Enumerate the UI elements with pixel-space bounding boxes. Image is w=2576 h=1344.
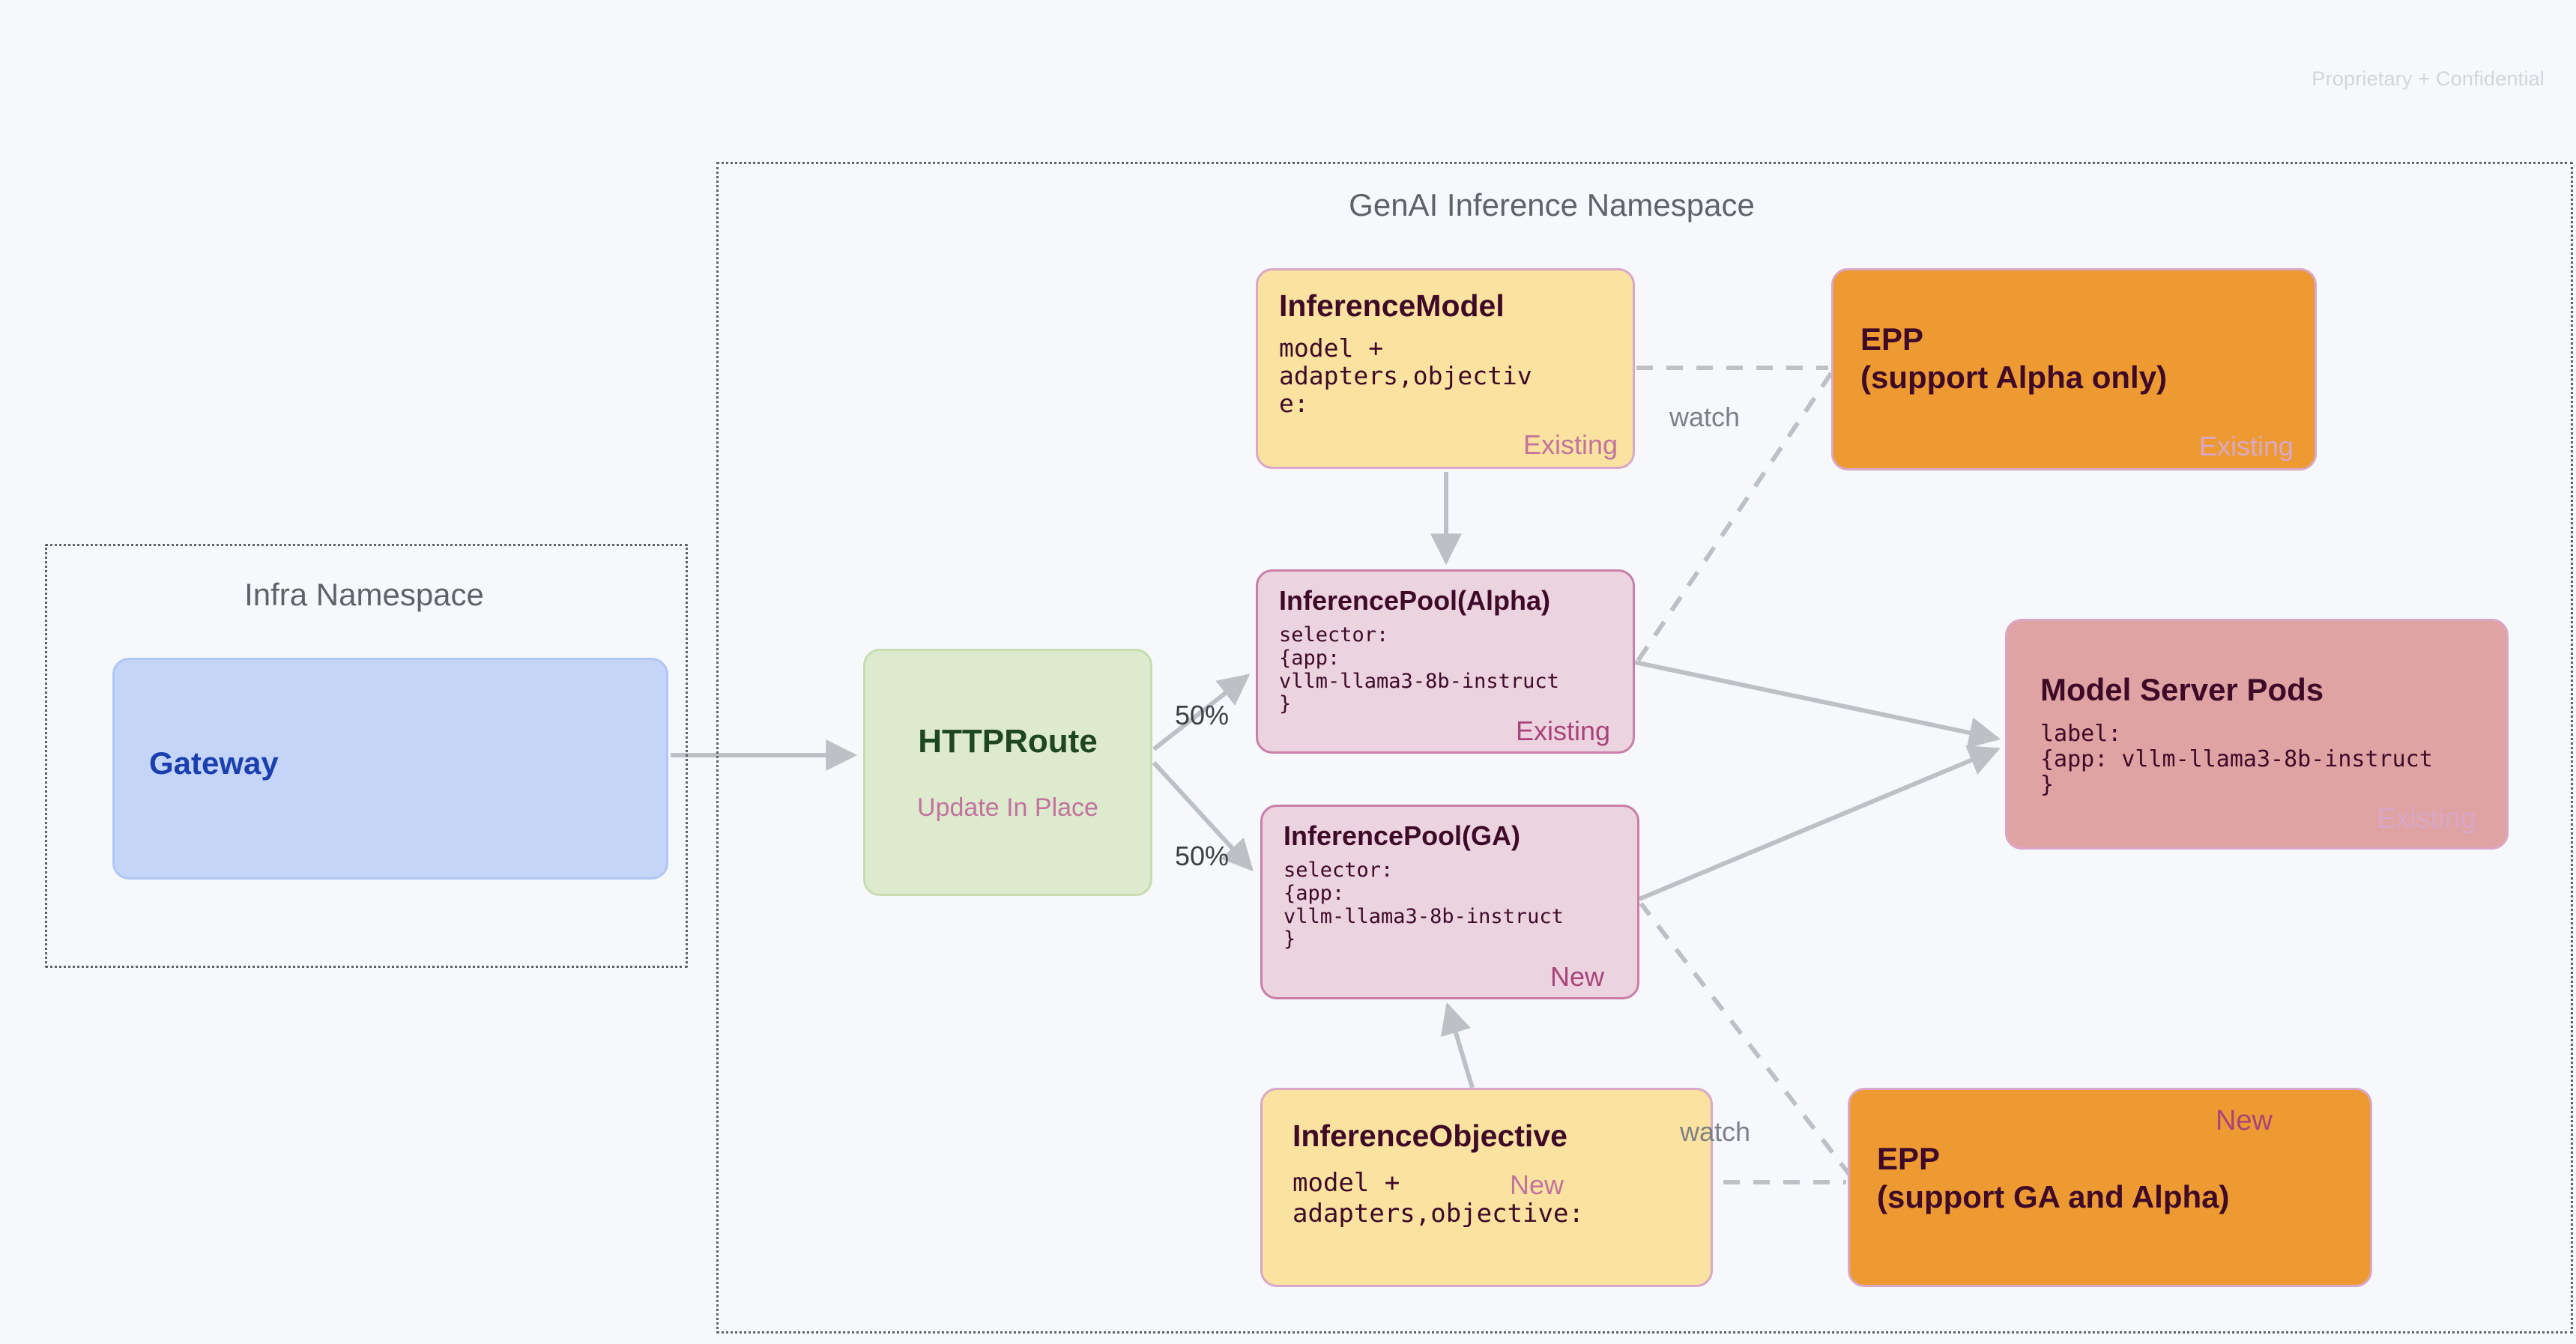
epp-alpha-title: EPP (support Alpha only): [1860, 321, 2168, 396]
epp-ga-status-badge: New: [2215, 1105, 2273, 1136]
model-server-pods-title: Model Server Pods: [2040, 672, 2324, 707]
inference-model-status-badge: Existing: [1523, 429, 1618, 460]
node-inference-pool-ga[interactable]: InferencePool(GA) selector: {app: vllm-l…: [1260, 805, 1639, 999]
inference-model-body: model + adapters,objectiv e:: [1279, 333, 1532, 418]
node-model-server-pods[interactable]: Model Server Pods label: {app: vllm-llam…: [2005, 619, 2509, 850]
inference-pool-ga-title: InferencePool(GA): [1284, 820, 1521, 851]
inference-pool-alpha-status-badge: Existing: [1515, 715, 1610, 746]
inference-pool-alpha-title: InferencePool(Alpha): [1279, 585, 1551, 616]
inference-pool-alpha-body: selector: {app: vllm-llama3-8b-instruct …: [1279, 623, 1559, 716]
node-epp-alpha[interactable]: EPP (support Alpha only) Existing: [1831, 268, 2317, 470]
infra-namespace-title: Infra Namespace: [244, 577, 484, 612]
httproute-subtitle: Update In Place: [917, 793, 1098, 822]
inference-pool-ga-status-badge: New: [1549, 961, 1604, 992]
infra-namespace-container: [45, 544, 688, 968]
epp-ga-title: EPP (support GA and Alpha): [1877, 1141, 2230, 1215]
split-label-top: 50%: [1175, 700, 1230, 730]
node-epp-ga[interactable]: EPP (support GA and Alpha) New: [1848, 1088, 2372, 1287]
node-httproute[interactable]: HTTPRoute Update In Place: [863, 649, 1152, 896]
node-inference-pool-alpha[interactable]: InferencePool(Alpha) selector: {app: vll…: [1256, 569, 1635, 754]
httproute-title: HTTPRoute: [918, 723, 1098, 760]
inference-pool-ga-body: selector: {app: vllm-llama3-8b-instruct …: [1284, 859, 1564, 951]
inference-objective-body: model + adapters,objective:: [1292, 1168, 1584, 1229]
watch-label-bottom: watch: [1680, 1116, 1751, 1147]
node-inference-objective[interactable]: InferenceObjective model + adapters,obje…: [1260, 1088, 1713, 1287]
node-inference-model[interactable]: InferenceModel model + adapters,objectiv…: [1256, 268, 1635, 469]
genai-namespace-container: [716, 162, 2573, 1334]
node-gateway[interactable]: Gateway: [112, 658, 668, 880]
inference-objective-title: InferenceObjective: [1292, 1119, 1567, 1153]
epp-alpha-status-badge: Existing: [2198, 431, 2294, 461]
gateway-title: Gateway: [149, 745, 279, 781]
model-server-pods-body: label: {app: vllm-llama3-8b-instruct }: [2040, 721, 2433, 799]
confidentiality-watermark: Proprietary + Confidential: [2312, 67, 2545, 90]
split-label-bottom: 50%: [1175, 841, 1230, 871]
watch-label-top: watch: [1669, 402, 1741, 432]
model-server-pods-status-badge: Existing: [2376, 803, 2476, 835]
inference-objective-status-badge: New: [1510, 1169, 1564, 1200]
genai-namespace-title: GenAI Inference Namespace: [1349, 187, 1755, 223]
inference-model-title: InferenceModel: [1279, 288, 1505, 323]
